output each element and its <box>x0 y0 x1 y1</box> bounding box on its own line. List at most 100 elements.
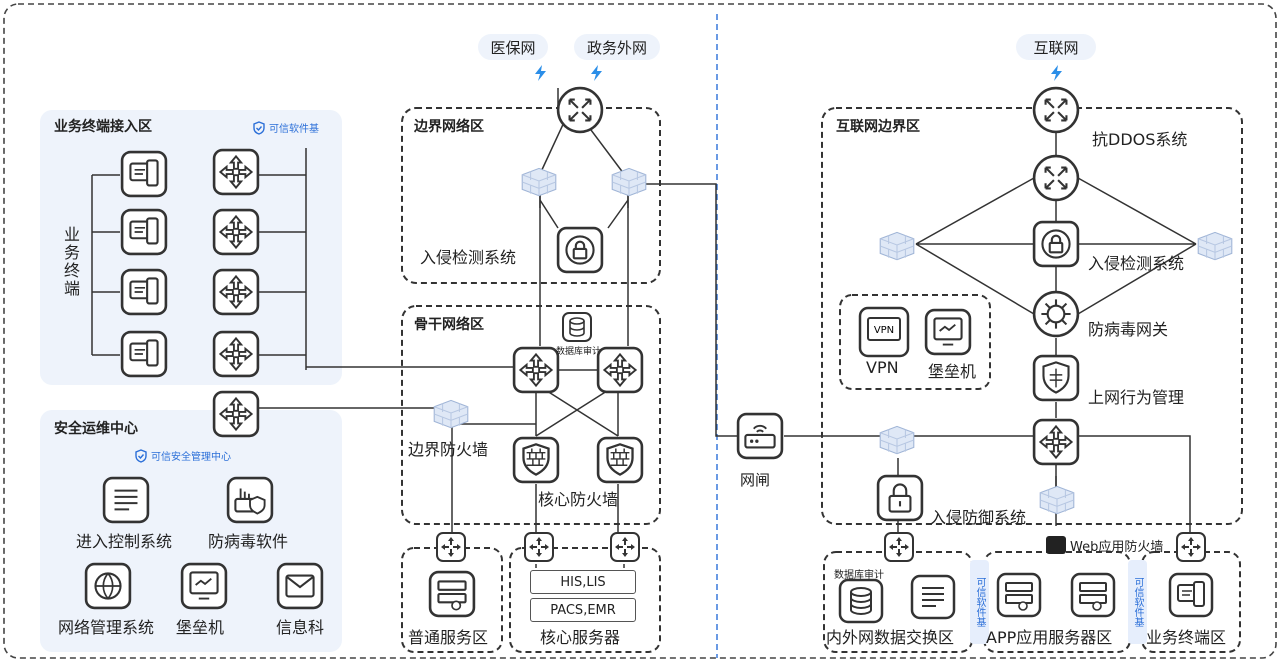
gap-label: 网闸 <box>740 471 771 489</box>
antivirus-sw-label: 防病毒软件 <box>208 532 289 551</box>
bastion-right-icon <box>924 308 972 356</box>
border-firewall-icon-1 <box>521 167 557 197</box>
internet-firewall-icon-2 <box>1197 231 1233 261</box>
cloud-gov: 政务外网 <box>574 34 660 60</box>
bolt-icon-3 <box>1051 65 1062 81</box>
vpn-icon-text: VPN <box>874 325 894 336</box>
access-switch-icon-2 <box>212 208 260 256</box>
ids-icon <box>556 226 604 274</box>
bastion-left-icon <box>180 562 228 610</box>
core-firewall-icon-1 <box>512 436 560 484</box>
exchange-firewall-icon <box>879 425 915 455</box>
db-audit-label: 数据库审计 <box>834 570 884 581</box>
terminal-zone-icon <box>1168 572 1214 618</box>
exchange-server-icon <box>910 574 956 620</box>
core-servers-label: 核心服务器 <box>540 628 621 647</box>
trusted-base-badge: 可信软件基 <box>252 120 319 135</box>
his-lis-tag: HIS,LIS <box>530 570 636 594</box>
exchange-zone-label: 内外网数据交换区 <box>826 628 955 647</box>
outer-frame <box>3 3 1277 659</box>
access-switch-icon-3 <box>212 268 260 316</box>
internet-firewall-icon-1 <box>879 231 915 261</box>
db-audit-small-label: 数据库审计 <box>556 347 602 357</box>
vpn-icon <box>858 306 910 358</box>
core-zone-switch-icon-2 <box>610 532 640 562</box>
border-zone <box>401 107 661 284</box>
anti-ddos-icon <box>1032 154 1080 202</box>
vpn-bastion-group <box>839 294 991 390</box>
terminal-icon-3 <box>120 268 168 316</box>
bolt-icon-2 <box>591 65 602 81</box>
ops-center-title: 安全运维中心 <box>54 421 138 437</box>
app-server-icon-1 <box>996 572 1042 618</box>
av-gateway-icon <box>1032 290 1080 338</box>
info-dept-icon <box>276 562 324 610</box>
behavior-mgmt-icon <box>1032 354 1080 402</box>
info-dept-label: 信息科 <box>276 618 325 637</box>
network-mgmt-icon <box>84 562 132 610</box>
border-zone-title: 边界网络区 <box>414 119 484 135</box>
trusted-base-vbadge-1: 可信软件基 <box>970 560 989 644</box>
terminal-zone-switch-icon <box>1176 532 1206 562</box>
access-ctrl-label: 进入控制系统 <box>76 532 173 551</box>
terminal-zone-label: 业务终端区 <box>1146 628 1227 647</box>
terminal-icon-1 <box>120 150 168 198</box>
internet-core-switch-icon <box>1032 418 1080 466</box>
terminal-icon-2 <box>120 208 168 256</box>
antivirus-software-icon <box>226 476 274 524</box>
db-audit-small-icon <box>562 312 592 342</box>
normal-server-zone-label: 普通服务区 <box>408 628 489 647</box>
vpn-label: VPN <box>866 358 899 377</box>
terminal-zone <box>1141 551 1241 653</box>
waf-icon <box>1046 536 1066 554</box>
app-server-icon-2 <box>1070 572 1116 618</box>
border-firewall-label: 边界防火墙 <box>408 440 489 459</box>
behavior-mgmt-label: 上网行为管理 <box>1088 388 1185 407</box>
pacs-emr-tag: PACS,EMR <box>530 598 636 622</box>
ips-label: 入侵防御系统 <box>930 508 1027 527</box>
anti-ddos-label: 抗DDOS系统 <box>1092 130 1188 149</box>
waf-label: Web应用防火墙 <box>1070 540 1164 555</box>
access-switch-icon-1 <box>212 148 260 196</box>
ips-icon <box>876 474 924 522</box>
cloud-medical: 医保网 <box>478 34 548 60</box>
terminal-access-zone <box>40 110 342 385</box>
exchange-switch-icon <box>884 532 914 562</box>
terminals-label: 业务终端 <box>61 226 80 298</box>
ops-switch-icon <box>212 390 260 438</box>
bastion-left-label: 堡垒机 <box>176 618 225 637</box>
normal-server-zone <box>401 547 503 653</box>
core-zone-switch-icon-1 <box>524 532 554 562</box>
terminal-icon-4 <box>120 330 168 378</box>
gap-icon <box>736 412 784 460</box>
bolt-icon-1 <box>535 65 546 81</box>
db-audit-icon <box>838 578 884 624</box>
netmgmt-label: 网络管理系统 <box>58 618 155 637</box>
access-control-icon <box>102 476 150 524</box>
normal-server-icon <box>428 570 476 618</box>
av-gateway-label: 防病毒网关 <box>1088 320 1169 339</box>
cloud-internet: 互联网 <box>1016 34 1096 60</box>
internet-border-zone <box>821 107 1243 525</box>
core-switch-icon-2 <box>596 346 644 394</box>
core-firewall-label: 核心防火墙 <box>538 490 619 509</box>
backbone-zone-title: 骨干网络区 <box>414 317 484 333</box>
internet-router-icon <box>1032 86 1080 134</box>
border-firewall-icon-2 <box>611 167 647 197</box>
terminal-access-title: 业务终端接入区 <box>54 119 152 135</box>
shield-check-icon <box>253 120 265 135</box>
bastion-right-label: 堡垒机 <box>928 362 977 381</box>
ids-label: 入侵检测系统 <box>420 248 517 267</box>
normal-zone-switch-icon <box>436 532 466 562</box>
core-switch-icon-1 <box>512 346 560 394</box>
shield-check-icon <box>135 448 147 463</box>
trusted-mgmt-badge: 可信安全管理中心 <box>134 448 231 463</box>
border-router-icon <box>556 86 604 134</box>
core-server-zone <box>509 547 661 653</box>
trusted-base-vbadge-2: 可信软件基 <box>1128 560 1147 644</box>
internet-border-title: 互联网边界区 <box>836 119 920 135</box>
ids-right-icon <box>1032 220 1080 268</box>
ids-right-label: 入侵检测系统 <box>1088 254 1185 273</box>
waf-firewall-icon <box>1039 485 1075 515</box>
